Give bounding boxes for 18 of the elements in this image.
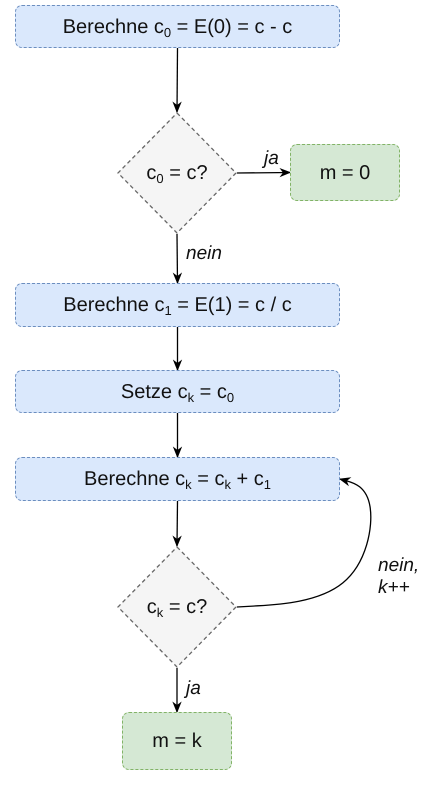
arrow	[236, 477, 372, 608]
decision-diamond: c$_{0}$ = c?	[117, 112, 237, 234]
arrow	[172, 413, 182, 458]
arrow	[172, 48, 182, 114]
process-box: Berechne c$_{0}$ = E(0) = c - c	[15, 5, 340, 48]
process-box: Berechne c$_{1}$ = E(1) = c / c	[15, 283, 340, 327]
process-box: m = k	[122, 712, 232, 770]
process-box: Setze c$_{k}$ = c$_{0}$	[15, 370, 340, 413]
decision-diamond: c$_{k}$ = c?	[117, 546, 237, 668]
arrow	[172, 501, 182, 548]
arrow	[172, 327, 182, 372]
arrow	[172, 234, 182, 284]
process-box: Berechne c$_{k}$ = c$_{k}$ + c$_{1}$	[15, 457, 340, 501]
arrow	[172, 668, 182, 714]
edge-label: ja	[264, 148, 279, 170]
arrow	[237, 168, 292, 178]
edge-label: ja	[186, 678, 201, 700]
process-box: m = 0	[290, 144, 400, 201]
